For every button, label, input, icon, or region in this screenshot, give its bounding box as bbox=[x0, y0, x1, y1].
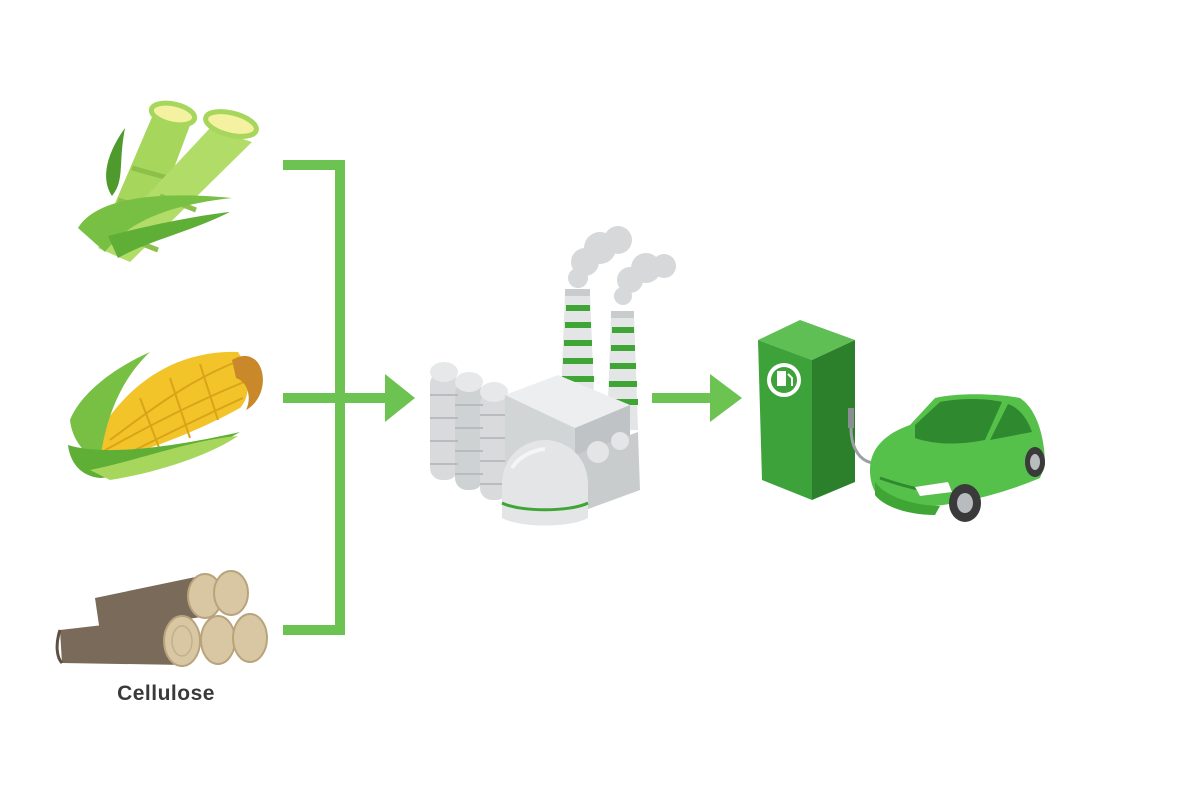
car-icon bbox=[870, 394, 1045, 522]
factory-icon bbox=[430, 226, 676, 526]
converging-arrows bbox=[283, 160, 712, 635]
cellulose-label: Cellulose bbox=[117, 682, 215, 705]
arrow-head-to-pump bbox=[710, 374, 742, 422]
corn-icon bbox=[68, 351, 263, 480]
fuel-pump-icon bbox=[758, 320, 913, 500]
arrow-head-to-factory bbox=[385, 374, 415, 422]
logs-icon bbox=[55, 570, 268, 667]
sugarcane-icon bbox=[78, 100, 259, 262]
